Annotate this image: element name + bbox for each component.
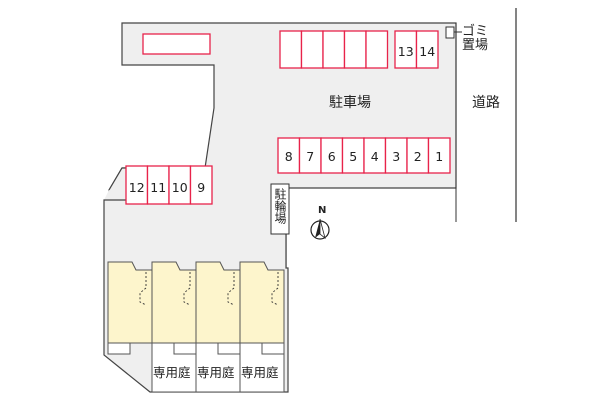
bicycle-parking-box bbox=[270, 183, 290, 235]
road-label: 道路 bbox=[472, 95, 500, 111]
parking-space-row-left-4 bbox=[189, 165, 213, 205]
parking-space-number: 1 bbox=[435, 149, 444, 164]
parking-spaces bbox=[125, 30, 451, 205]
garbage-area-icon bbox=[445, 26, 455, 39]
parking-space-number: 13 bbox=[397, 44, 414, 59]
garbage-area-label: ゴミ置場 bbox=[462, 24, 489, 53]
parking-space-top-middle-2 bbox=[300, 30, 324, 69]
bicycle-parking-label: 駐輪場 bbox=[273, 188, 287, 224]
parking-space-number: 6 bbox=[327, 149, 336, 164]
apartment-unit-3 bbox=[195, 261, 241, 393]
parking-space-top-middle-4 bbox=[343, 30, 367, 69]
parking-lot-label: 駐車場 bbox=[329, 95, 371, 111]
parking-space-number: 14 bbox=[419, 44, 436, 59]
parking-space-number: 2 bbox=[413, 149, 422, 164]
parking-space-number: 11 bbox=[150, 180, 167, 195]
parking-space-number: 4 bbox=[370, 149, 379, 164]
apartment-unit-1 bbox=[107, 261, 153, 355]
north-label: N bbox=[318, 205, 327, 216]
private-garden-label-2: 専用庭 bbox=[197, 365, 235, 380]
parking-space-number: 7 bbox=[306, 149, 315, 164]
parking-space-top-left-1 bbox=[142, 33, 211, 55]
apartment-unit-2 bbox=[151, 261, 197, 393]
parking-space-top-middle-5 bbox=[365, 30, 389, 69]
apartment-units bbox=[107, 261, 285, 393]
private-garden-label-3: 専用庭 bbox=[241, 365, 279, 380]
parking-space-number: 8 bbox=[284, 149, 293, 164]
private-garden-label-1: 専用庭 bbox=[153, 365, 191, 380]
parking-space-number: 10 bbox=[171, 180, 188, 195]
parking-space-number: 12 bbox=[128, 180, 145, 195]
parking-space-top-right-2 bbox=[415, 30, 439, 69]
parking-space-top-middle-1 bbox=[279, 30, 303, 69]
parking-space-row-right-8 bbox=[427, 137, 451, 174]
parking-space-number: 9 bbox=[197, 180, 206, 195]
north-arrow-icon bbox=[310, 218, 330, 240]
apartment-unit-4 bbox=[239, 261, 285, 393]
parking-space-number: 5 bbox=[349, 149, 358, 164]
parking-space-number: 3 bbox=[392, 149, 401, 164]
parking-space-top-middle-3 bbox=[322, 30, 346, 69]
